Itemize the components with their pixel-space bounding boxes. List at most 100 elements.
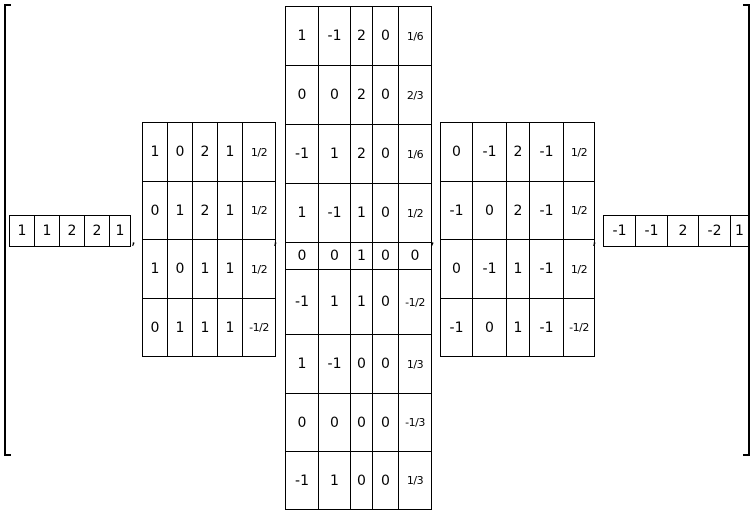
matrix-cell: -1 [285, 269, 319, 335]
matrix-cell: 1 [142, 239, 168, 299]
matrix-cell: -1 [318, 183, 351, 243]
matrix-cell-fraction: 1/2 [242, 122, 276, 182]
matrix-cell: 1 [730, 215, 749, 247]
matrix-cell: -1 [285, 451, 319, 510]
matrix-cell: 0 [318, 393, 351, 452]
matrix-cell-fraction: -1/2 [563, 298, 595, 357]
matrix-cell: -1 [529, 239, 564, 299]
right-bracket [743, 4, 750, 456]
matrix-cell-fraction: 1/6 [398, 124, 432, 184]
matrix-cell: 1 [9, 215, 35, 247]
matrix-cell: 0 [372, 451, 399, 510]
matrix-cell: 1 [167, 181, 193, 240]
matrix-cell-fraction: 1/2 [563, 122, 595, 182]
matrix-cell: 1 [217, 298, 243, 357]
matrix-cell: 1 [318, 451, 351, 510]
matrix-cell-fraction: 1/6 [398, 6, 432, 66]
matrix-cell: -1 [472, 239, 507, 299]
matrix-cell: 1 [192, 239, 218, 299]
matrix-cell-fraction: -1/3 [398, 393, 432, 452]
matrix-cell-fraction: 1/3 [398, 334, 432, 394]
matrix-cell: 2 [192, 122, 218, 182]
matrix-cell: 1 [142, 122, 168, 182]
matrix-cell: 0 [350, 334, 373, 394]
matrix-cell: 1 [350, 242, 373, 270]
matrix-cell-fraction: 1/2 [398, 183, 432, 243]
matrix-cell: 0 [472, 298, 507, 357]
matrix-cell: 1 [350, 183, 373, 243]
matrix-cell: 1 [217, 122, 243, 182]
matrix-cell: 0 [372, 65, 399, 125]
matrix-cell: 0 [372, 334, 399, 394]
matrix-cell: 1 [192, 298, 218, 357]
matrix-cell: 0 [372, 242, 399, 270]
matrix-cell: -1 [603, 215, 636, 247]
matrix-cell: -1 [635, 215, 668, 247]
matrix-cell: -1 [285, 124, 319, 184]
matrix-cell-fraction: 1/3 [398, 451, 432, 510]
matrix-cell: 1 [318, 124, 351, 184]
matrix-cell: 0 [318, 65, 351, 125]
matrix-cell: 0 [350, 393, 373, 452]
left-bracket [4, 4, 11, 456]
matrix-cell: 0 [372, 269, 399, 335]
matrix-cell: 1 [109, 215, 131, 247]
matrix-cell: 1 [167, 298, 193, 357]
separator-comma: , [273, 230, 278, 248]
matrix-cell: 0 [285, 242, 319, 270]
matrix-cell: 1 [285, 6, 319, 66]
matrix-cell: 2 [192, 181, 218, 240]
matrix-cell: 0 [167, 239, 193, 299]
matrix-cell-fraction: -1/2 [398, 269, 432, 335]
matrix-cell: -1 [318, 334, 351, 394]
matrix-cell: 0 [372, 183, 399, 243]
matrix-cell: 1 [285, 334, 319, 394]
matrix-cell: 0 [318, 242, 351, 270]
matrix-cell: 0 [472, 181, 507, 240]
matrix-cell: -1 [440, 181, 473, 240]
matrix-cell: 2 [350, 124, 373, 184]
matrix-cell-fraction: -1/2 [242, 298, 276, 357]
matrix-cell: 1 [34, 215, 60, 247]
matrix-cell-fraction: 1/2 [242, 181, 276, 240]
matrix-cell-fraction: 2/3 [398, 65, 432, 125]
matrix-cell: 0 [372, 393, 399, 452]
matrix-cell: 0 [350, 451, 373, 510]
matrix-cell: 2 [59, 215, 85, 247]
separator-comma: , [430, 230, 435, 248]
matrix-cell: 1 [285, 183, 319, 243]
matrix-cell: 0 [167, 122, 193, 182]
matrix-cell: 2 [667, 215, 699, 247]
matrix-cell-fraction: 1/2 [242, 239, 276, 299]
matrix-cell: -2 [698, 215, 731, 247]
matrix-cell: -1 [472, 122, 507, 182]
matrix-cell: 0 [440, 122, 473, 182]
matrix-cell: 1 [506, 298, 530, 357]
matrix-cell: 1 [350, 269, 373, 335]
separator-comma: , [131, 230, 136, 248]
matrix-cell: 2 [350, 65, 373, 125]
matrix-cell: 1 [217, 239, 243, 299]
matrix-cell: 1 [217, 181, 243, 240]
matrix-cell-fraction: 1/2 [563, 239, 595, 299]
matrix-cell: 2 [506, 181, 530, 240]
